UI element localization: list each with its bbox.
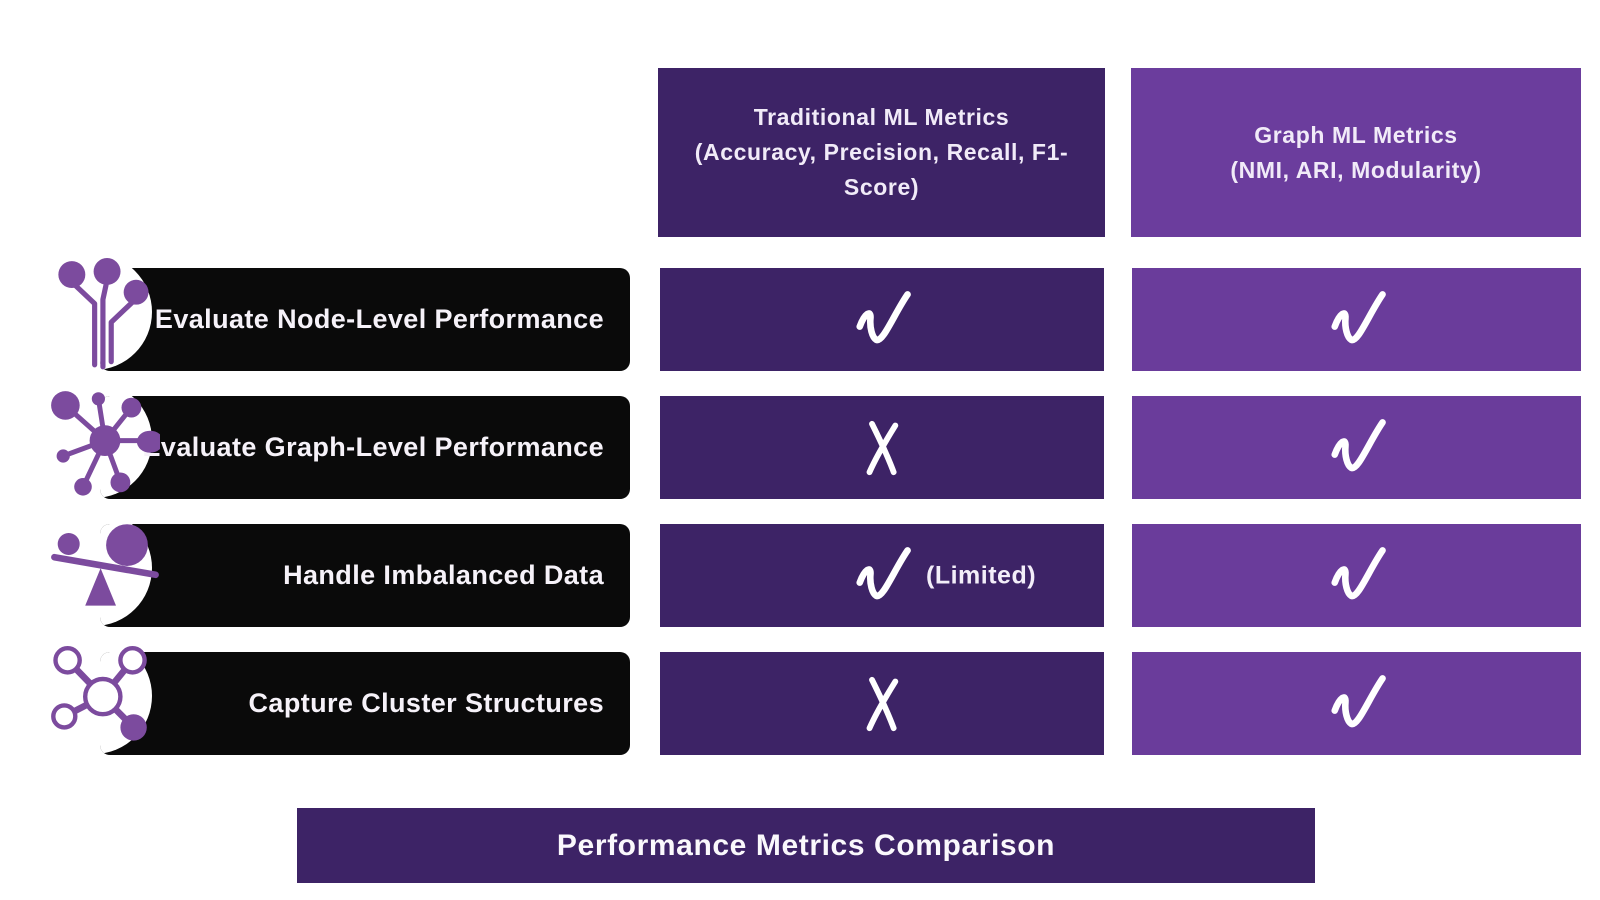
row-label-cluster-structures: Capture Cluster Structures bbox=[100, 652, 630, 755]
cell-node-level-graph bbox=[1132, 268, 1581, 371]
check-mark-icon bbox=[1324, 412, 1390, 484]
footer-title-bar: Performance Metrics Comparison bbox=[297, 808, 1315, 883]
column-header-graph-ml: Graph ML Metrics (NMI, ARI, Modularity) bbox=[1131, 68, 1581, 237]
balance-scale-icon bbox=[50, 520, 160, 634]
cross-mark-icon bbox=[857, 416, 907, 480]
cell-graph-level-traditional bbox=[660, 396, 1104, 499]
limited-note: (Limited) bbox=[926, 561, 1037, 589]
cell-node-level-traditional bbox=[660, 268, 1104, 371]
cluster-network-icon bbox=[50, 644, 160, 758]
column-title: Graph ML Metrics bbox=[1254, 121, 1458, 148]
check-mark-icon bbox=[849, 540, 915, 612]
row-label-text: Evaluate Graph-Level Performance bbox=[142, 432, 604, 462]
check-mark-icon bbox=[1324, 284, 1390, 356]
row-label-node-level: Evaluate Node-Level Performance bbox=[100, 268, 630, 371]
network-graph-icon bbox=[50, 388, 164, 502]
cell-cluster-graph bbox=[1132, 652, 1581, 755]
column-subtitle: (NMI, ARI, Modularity) bbox=[1230, 156, 1482, 183]
row-label-imbalanced-data: Handle Imbalanced Data bbox=[100, 524, 630, 627]
column-title: Traditional ML Metrics bbox=[753, 104, 1010, 130]
cell-graph-level-graph bbox=[1132, 396, 1581, 499]
diagram-title: Performance Metrics Comparison bbox=[556, 828, 1056, 862]
column-header-traditional-ml: Traditional ML Metrics (Accuracy, Precis… bbox=[658, 68, 1105, 237]
cell-imbalanced-traditional: (Limited) bbox=[660, 524, 1104, 627]
row-label-text: Capture Cluster Structures bbox=[248, 688, 604, 718]
row-label-text: Handle Imbalanced Data bbox=[283, 560, 604, 590]
check-mark-icon bbox=[1324, 540, 1390, 612]
check-mark-icon bbox=[849, 284, 915, 356]
node-pins-icon bbox=[50, 258, 160, 372]
cell-imbalanced-graph bbox=[1132, 524, 1581, 627]
cross-mark-icon bbox=[857, 672, 907, 736]
column-subtitle: (Accuracy, Precision, Recall, F1-Score) bbox=[694, 139, 1069, 200]
check-mark-icon bbox=[1324, 668, 1390, 740]
cell-cluster-traditional bbox=[660, 652, 1104, 755]
row-label-text: Evaluate Node-Level Performance bbox=[154, 304, 604, 334]
row-label-graph-level: Evaluate Graph-Level Performance bbox=[100, 396, 630, 499]
